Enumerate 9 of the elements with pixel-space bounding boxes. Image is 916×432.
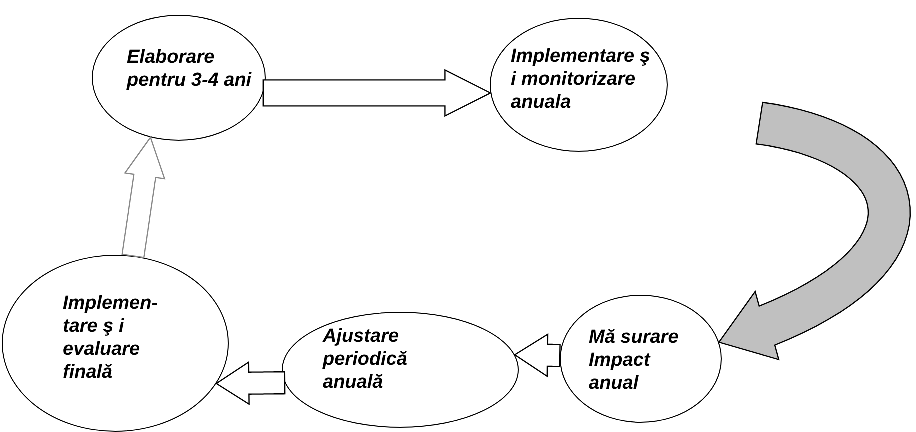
node-label: Ajustare periodică anuală	[323, 325, 408, 394]
block-arrow	[216, 361, 286, 406]
node-label: Implementare ş i monitorizare anuala	[511, 45, 652, 114]
node-label: Implemen- tare ş i evaluare finală	[63, 292, 160, 384]
block-arrow	[262, 69, 492, 118]
block-arrow	[514, 333, 561, 378]
block-arrow	[122, 136, 166, 258]
node-label: Elaborare pentru 3-4 ani	[127, 46, 253, 92]
node-label: Mă surare Impact anual	[589, 326, 680, 395]
